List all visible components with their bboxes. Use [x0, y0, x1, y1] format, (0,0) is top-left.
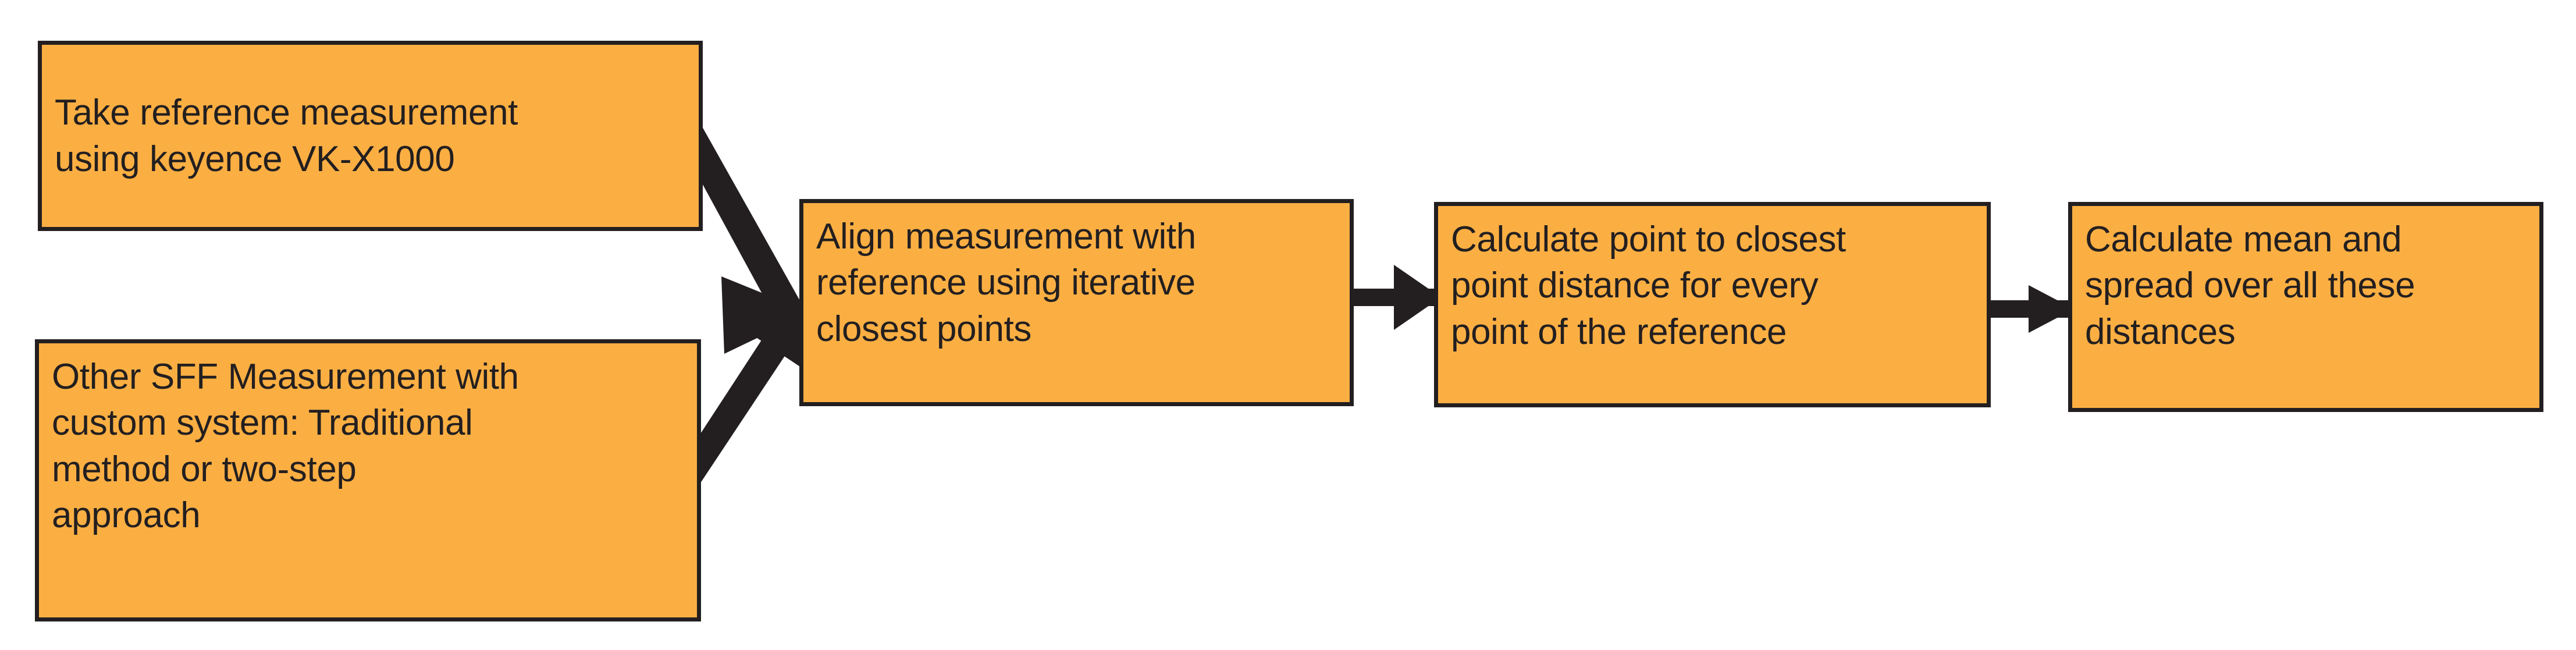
node-calculate-point-distance[interactable]: Calculate point to closest point distanc…: [1434, 202, 1991, 407]
arrow-align-to-distance: [1354, 265, 1447, 330]
node-take-reference-measurement[interactable]: Take reference measurement using keyence…: [38, 41, 703, 231]
node-other-sff-measurement[interactable]: Other SFF Measurement with custom system…: [35, 339, 701, 621]
node-align-measurement[interactable]: Align measurement with reference using i…: [799, 199, 1354, 406]
node-calculate-mean-spread[interactable]: Calculate mean and spread over all these…: [2068, 202, 2543, 412]
arrow-distance-to-mean: [1991, 285, 2078, 333]
